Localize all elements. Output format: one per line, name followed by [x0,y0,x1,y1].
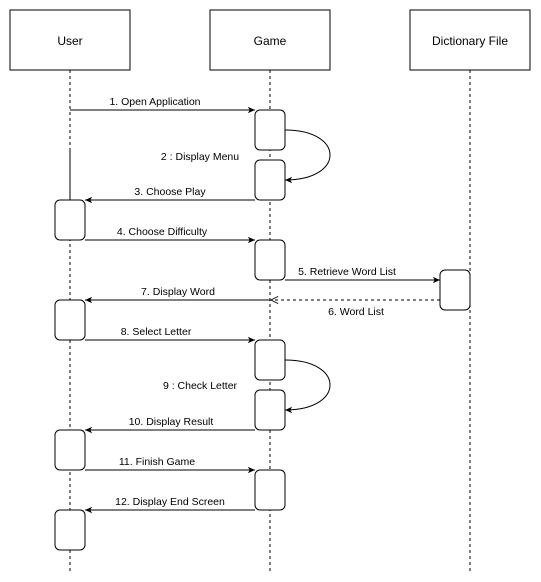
activation-game-4 [254,339,286,381]
participant-dictionary-file: Dictionary File [409,9,531,71]
activation-game-5 [254,389,286,431]
activation-user-2 [54,299,86,341]
message-display-result-label: 10. Display Result [129,416,214,428]
message-finish-game-label: 11. Finish Game [119,456,195,468]
message-display-word-label: 7. Display Word [141,286,215,298]
participant-game-label: Game [254,34,287,48]
participant-user-label: User [57,34,82,48]
message-display-end-screen: 12. Display End Screen [85,496,255,514]
message-select-letter: 8. Select Letter [85,326,255,344]
message-display-end-screen-label: 12. Display End Screen [115,496,225,508]
message-retrieve-word-list: 5. Retrieve Word List [285,266,440,284]
message-word-list-label: 6. Word List [328,306,384,318]
message-display-menu-label: 2 : Display Menu [161,151,239,163]
message-word-list: 6. Word List [271,300,440,318]
activation-game-1 [254,109,286,151]
message-retrieve-word-list-label: 5. Retrieve Word List [298,266,396,278]
activation-game-2 [254,159,286,201]
message-display-menu: 2 : Display Menu [161,129,331,184]
activation-dictionary-file-1 [439,269,471,311]
activation-game-6 [254,469,286,511]
activation-user-1 [54,199,86,241]
participant-dictionary-file-label: Dictionary File [432,34,508,48]
message-choose-play: 3. Choose Play [85,186,255,204]
message-finish-game: 11. Finish Game [85,456,255,474]
message-display-word: 7. Display Word [85,286,270,304]
message-check-letter-label: 9 : Check Letter [163,380,238,392]
message-open-application: 1. Open Application [70,96,255,114]
activation-user-3 [54,429,86,471]
message-choose-difficulty-label: 4. Choose Difficulty [117,226,208,238]
message-select-letter-label: 8. Select Letter [121,326,192,338]
message-display-result: 10. Display Result [85,416,255,434]
message-open-application-label: 1. Open Application [109,96,200,108]
participant-user: User [9,9,131,71]
message-choose-play-label: 3. Choose Play [134,186,206,198]
participant-game: Game [209,9,331,71]
message-choose-difficulty: 4. Choose Difficulty [85,226,255,244]
activation-game-3 [254,239,286,281]
message-check-letter: 9 : Check Letter [163,359,331,414]
activation-user-4 [54,509,86,551]
